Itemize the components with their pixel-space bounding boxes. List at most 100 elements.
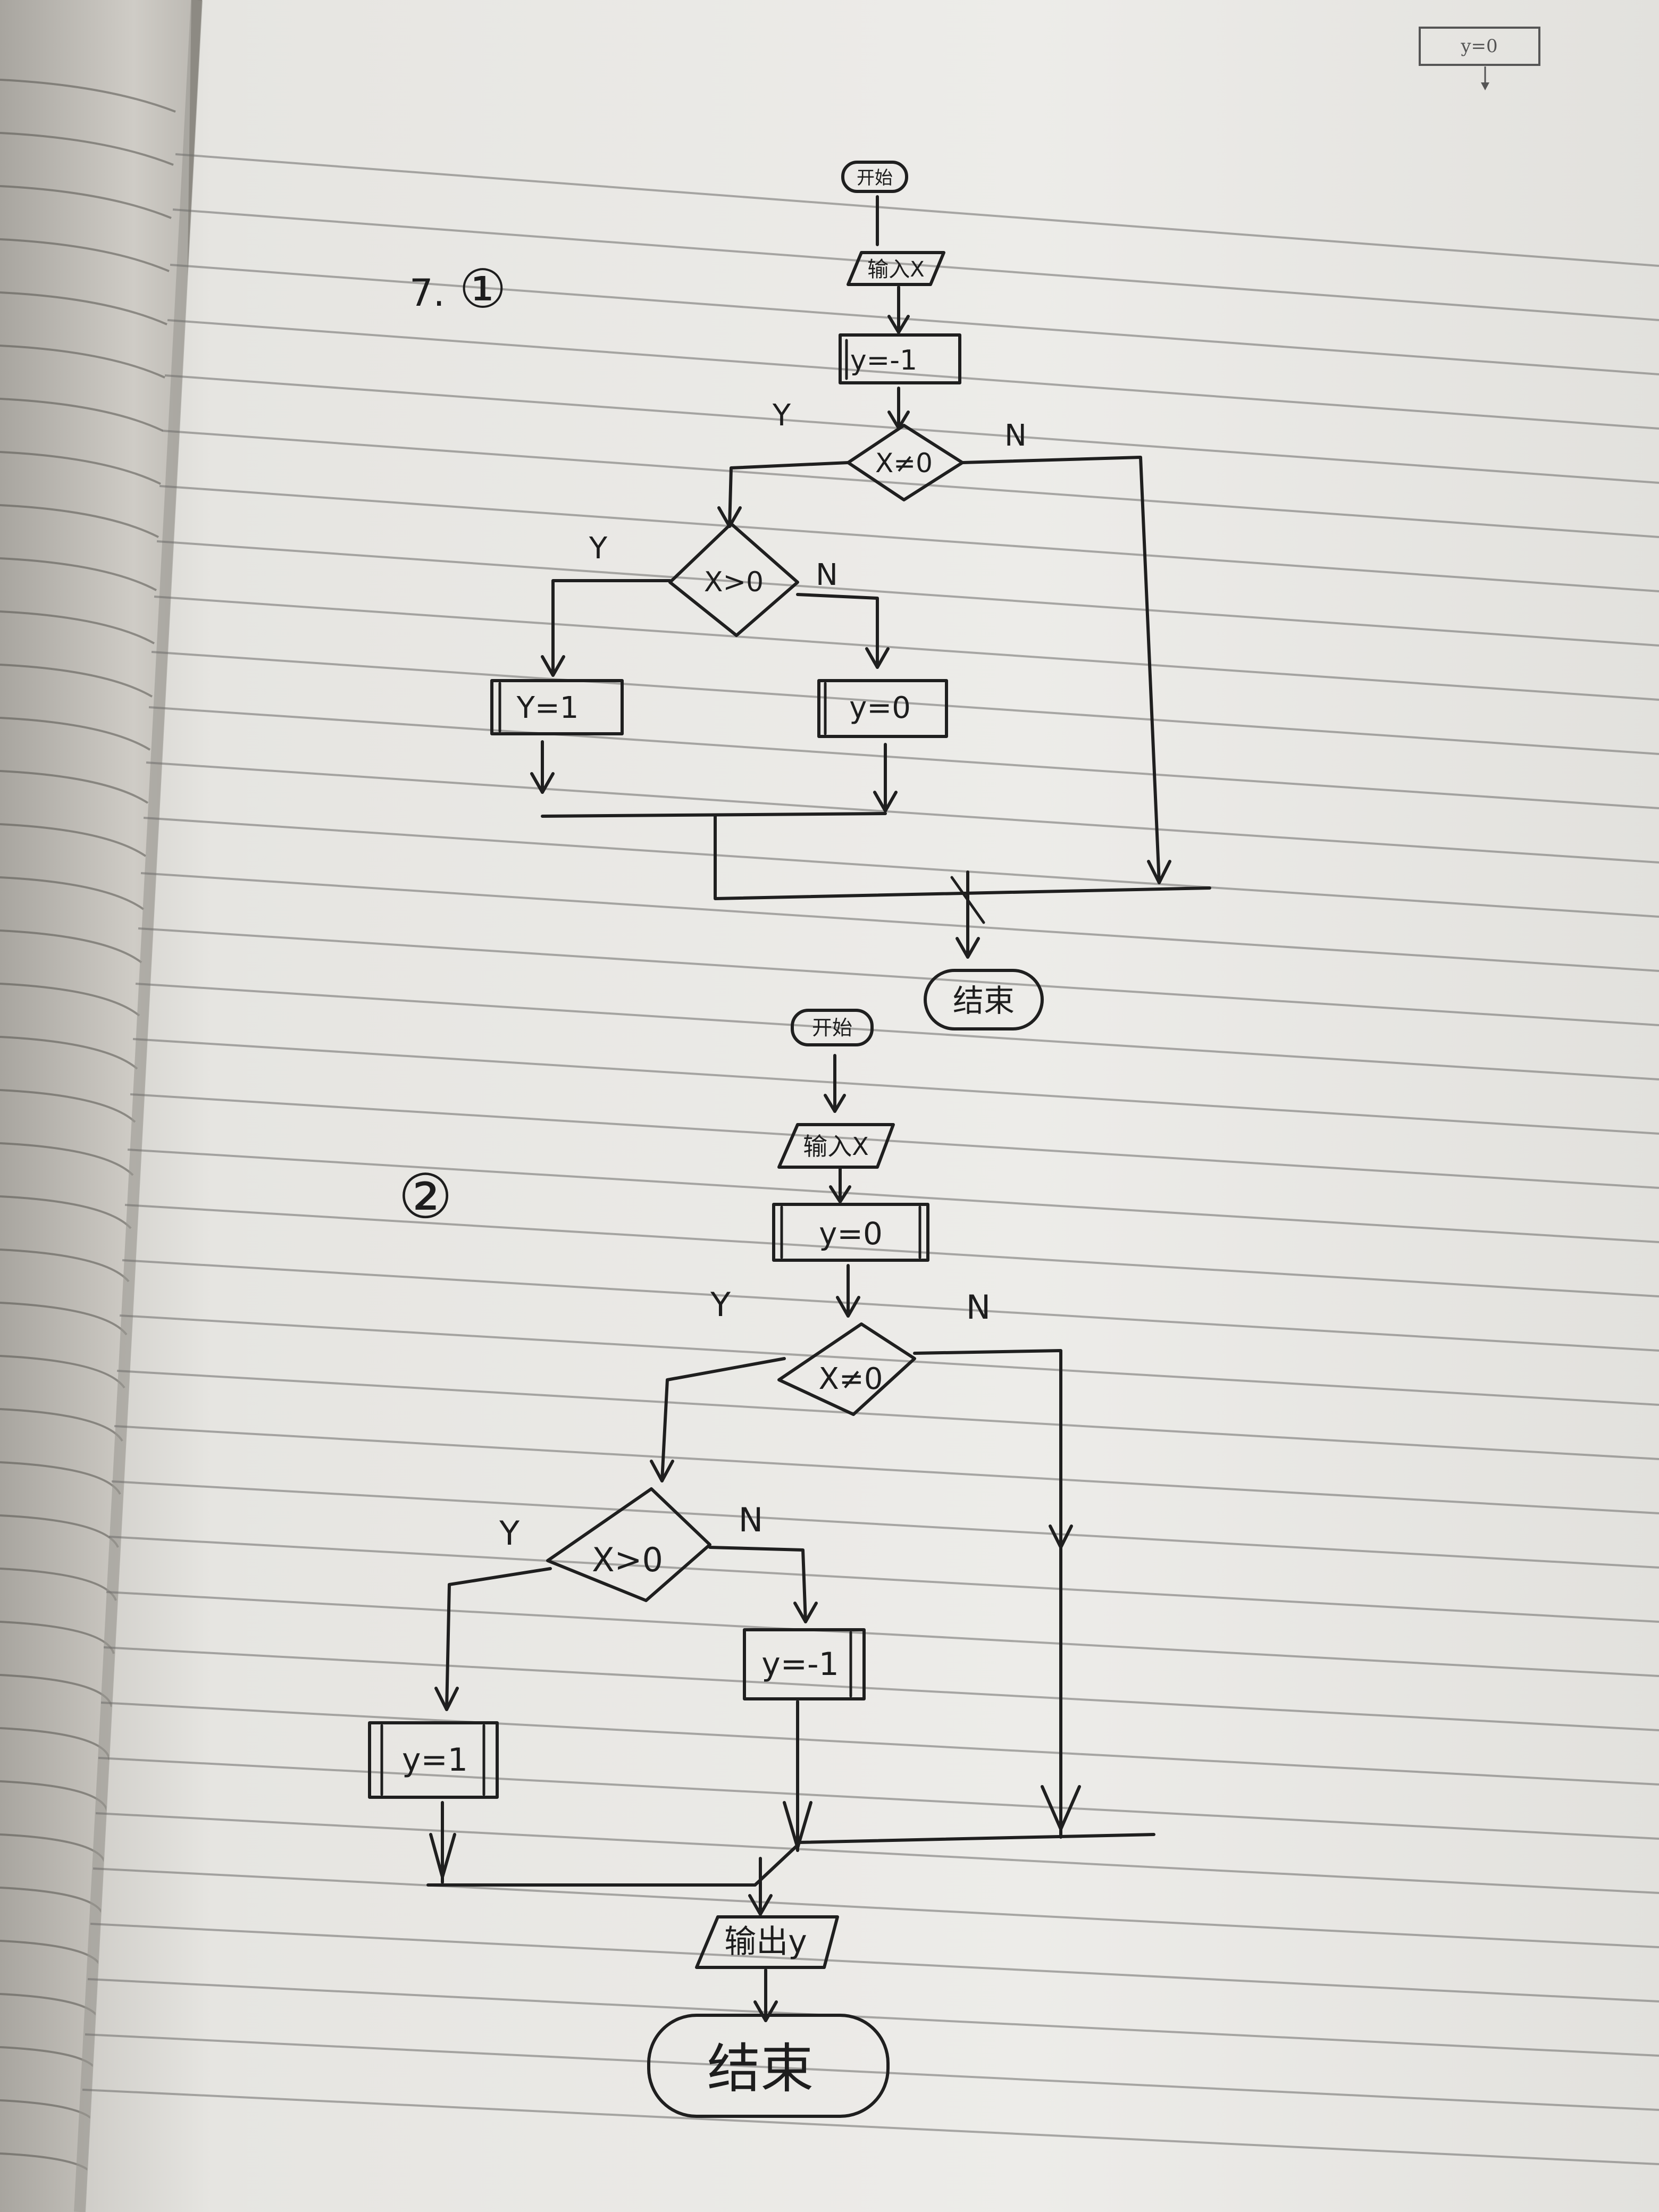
assign-no-text-1: y=0 xyxy=(849,691,911,725)
yes-label-outer-2: Y xyxy=(710,1285,731,1324)
ruled-line xyxy=(135,983,1659,1080)
ruled-line xyxy=(130,1093,1659,1189)
ruled-line xyxy=(119,1314,1659,1406)
end-text-1: 结束 xyxy=(953,983,1015,1019)
yes-label-inner-1: Y xyxy=(589,531,608,566)
left-ruled-line xyxy=(0,345,165,379)
decision-outer-text-1: X≠0 xyxy=(875,448,933,479)
ruled-line xyxy=(82,2089,1659,2165)
ruled-line xyxy=(85,2033,1659,2111)
left-ruled-line xyxy=(0,664,153,698)
left-ruled-line xyxy=(0,717,151,751)
left-page-ruling xyxy=(0,79,176,2186)
corner-print-box: y=0 xyxy=(1419,27,1540,90)
left-ruled-line xyxy=(0,929,143,963)
end-terminal-1 xyxy=(924,969,1044,1030)
ruled-line xyxy=(124,1204,1659,1297)
start-terminal-2 xyxy=(791,1009,874,1046)
flowchart-2: ② 开始 输入X y=0 X≠0 Y N X>0 Y N y=- xyxy=(368,1009,1155,2118)
assign-yes-box-2 xyxy=(368,1721,499,1799)
input-box-2 xyxy=(777,1123,895,1169)
left-ruled-line xyxy=(0,398,163,432)
assign-no-text-2: y=-1 xyxy=(761,1646,839,1683)
ruled-line xyxy=(100,1702,1659,1786)
ruled-line xyxy=(93,1867,1659,1948)
assign-yes-text-1: Y=1 xyxy=(516,691,579,725)
problem-number: 7. xyxy=(409,271,445,315)
assign-no-box-1 xyxy=(817,679,948,738)
decision-inner-text-1: X>0 xyxy=(704,566,764,598)
ruled-line xyxy=(167,319,1659,430)
ruled-line xyxy=(151,651,1659,755)
no-label-outer-1: N xyxy=(1004,418,1027,453)
left-ruled-line xyxy=(0,1036,138,1070)
left-ruled-line xyxy=(0,610,155,644)
left-ruled-line xyxy=(0,1302,128,1336)
ruled-line xyxy=(146,761,1659,864)
ruled-line xyxy=(95,1812,1659,1894)
start-text-1: 开始 xyxy=(857,167,893,189)
ruled-line xyxy=(156,540,1659,647)
decision-inner-2 xyxy=(546,1487,711,1602)
left-ruled-line xyxy=(0,1089,136,1123)
ruled-line xyxy=(162,430,1659,538)
left-ruled-line xyxy=(0,185,172,219)
ruled-line xyxy=(132,1038,1659,1135)
ruled-line xyxy=(114,1425,1659,1514)
ruled-line xyxy=(138,927,1659,1026)
output-box-2 xyxy=(695,1915,839,1969)
yes-label-outer-1: Y xyxy=(772,398,791,433)
decision-inner-1 xyxy=(668,522,799,637)
assign-yes-box-1 xyxy=(490,679,624,735)
part-label-1: ① xyxy=(459,258,507,320)
page-fold-shadow xyxy=(74,0,203,2212)
notebook-page xyxy=(85,0,1659,2212)
decision-outer-1 xyxy=(847,424,964,501)
ruled-line xyxy=(170,264,1659,375)
ruled-line xyxy=(122,1259,1659,1352)
part-label-2: ② xyxy=(398,1161,453,1233)
left-ruled-line xyxy=(0,1249,130,1283)
left-ruled-line xyxy=(0,1142,134,1176)
init-box-1 xyxy=(839,333,961,384)
ruled-line xyxy=(108,1536,1659,1623)
ruled-line xyxy=(106,1591,1659,1677)
ruled-line xyxy=(175,153,1659,267)
ruled-line xyxy=(111,1480,1659,1569)
decision-outer-2 xyxy=(777,1322,916,1416)
ruled-line xyxy=(103,1646,1659,1731)
left-ruled-line xyxy=(0,504,159,538)
start-terminal-1 xyxy=(841,161,908,193)
end-terminal-2 xyxy=(647,2014,890,2118)
ruled-line xyxy=(148,706,1659,809)
flowchart-1: 7. ① 开始 输入X y=-1 X≠0 Y N X>0 Y N Y=1 xyxy=(409,161,1211,1030)
left-ruled-line xyxy=(0,238,170,272)
ruled-line xyxy=(140,872,1659,972)
output-text-2: 输出y xyxy=(724,1923,807,1960)
assign-yes-text-2: y=1 xyxy=(402,1741,468,1779)
left-ruled-line xyxy=(0,79,176,113)
decision-outer-text-2: X≠0 xyxy=(819,1362,883,1396)
ruled-line xyxy=(172,208,1659,321)
left-ruled-line xyxy=(0,983,140,1017)
page-ruling xyxy=(82,153,1659,2165)
input-text-2: 输入X xyxy=(803,1132,869,1161)
corner-box-text: y=0 xyxy=(1460,36,1497,57)
no-label-outer-2: N xyxy=(966,1288,991,1327)
end-text-2: 结束 xyxy=(707,2038,814,2100)
left-ruled-line xyxy=(0,132,174,166)
left-ruled-line xyxy=(0,451,161,485)
ruled-line xyxy=(159,485,1659,592)
ruled-line xyxy=(87,1978,1659,2057)
ruled-line xyxy=(98,1757,1659,1840)
ruled-line xyxy=(154,596,1659,701)
init-text-2: y=0 xyxy=(819,1216,883,1252)
init-text-1: y=-1 xyxy=(850,345,917,376)
left-ruled-line xyxy=(0,557,157,591)
left-ruled-line xyxy=(0,1195,132,1229)
init-box-2 xyxy=(772,1203,929,1262)
left-ruled-line xyxy=(0,770,149,804)
decision-inner-text-2: X>0 xyxy=(592,1540,663,1579)
ruled-line xyxy=(90,1923,1659,2002)
